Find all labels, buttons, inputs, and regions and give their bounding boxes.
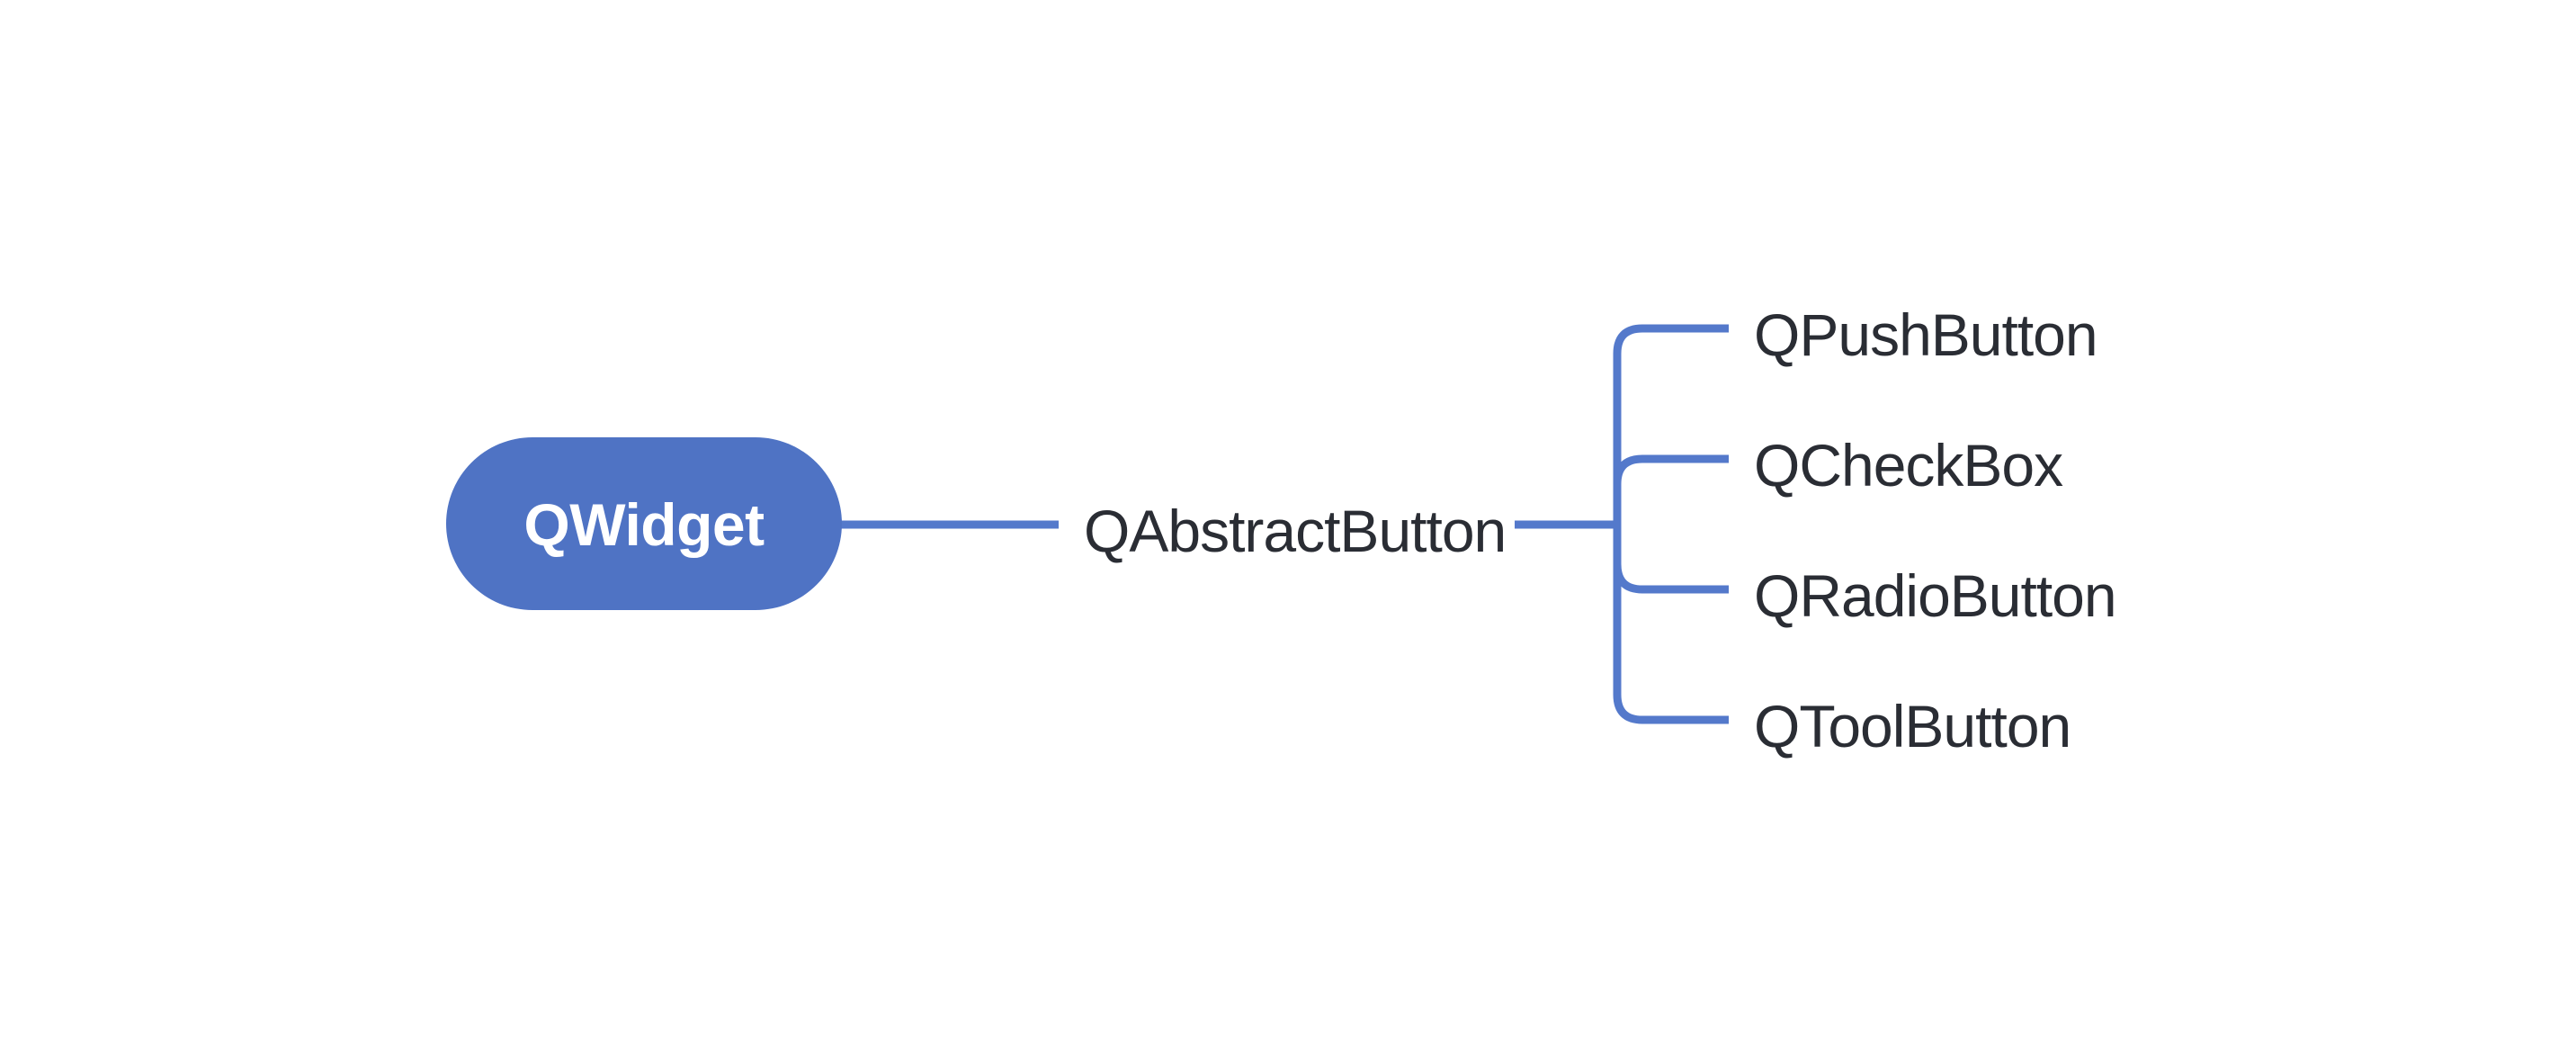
node-label-qtoolbutton: QToolButton bbox=[1754, 693, 2071, 759]
root-node-label: QWidget bbox=[523, 491, 765, 558]
branch-line-qcheckbox bbox=[1613, 454, 1729, 525]
node-label-qradiobutton: QRadioButton bbox=[1754, 562, 2116, 629]
node-label-qpushbutton: QPushButton bbox=[1754, 301, 2097, 368]
branch-line-qtoolbutton bbox=[1613, 525, 1729, 724]
branch-line-qradiobutton bbox=[1613, 525, 1729, 594]
branch-line-qpushbutton bbox=[1613, 324, 1729, 525]
node-label-qcheckbox: QCheckBox bbox=[1754, 432, 2063, 499]
root-node-qwidget bbox=[446, 437, 842, 610]
node-label-qabstractbutton: QAbstractButton bbox=[1084, 498, 1506, 564]
